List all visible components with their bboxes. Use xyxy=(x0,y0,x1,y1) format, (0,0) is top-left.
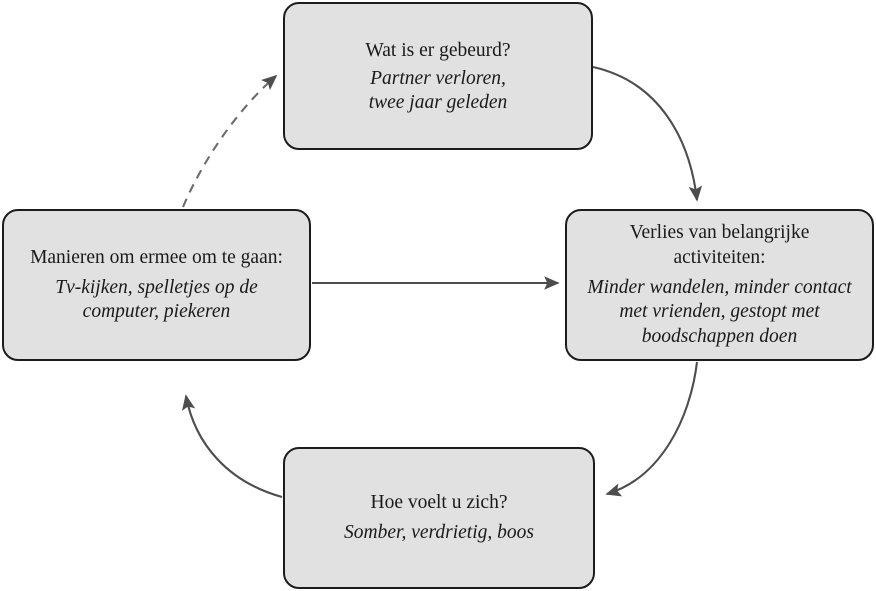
node-feeling-detail: Somber, verdrietig, boos xyxy=(344,522,534,544)
node-feeling-title: Hoe voelt u zich? xyxy=(370,491,508,513)
node-loss[interactable]: Verlies van belangrijke activiteiten: Mi… xyxy=(565,209,874,361)
node-event-title: Wat is er gebeurd? xyxy=(365,39,511,61)
arrow-feeling-to-coping xyxy=(181,394,283,499)
node-event[interactable]: Wat is er gebeurd? Partner verloren, twe… xyxy=(283,2,593,150)
node-coping[interactable]: Manieren om ermee om te gaan: Tv-kijken,… xyxy=(2,209,311,361)
node-coping-detail: Tv-kijken, spelletjes op de computer, pi… xyxy=(55,277,258,323)
node-loss-detail: Minder wandelen, minder contact met vrie… xyxy=(587,277,852,347)
node-coping-title: Manieren om ermee om te gaan: xyxy=(30,246,283,268)
arrow-loss-to-feeling xyxy=(605,361,699,497)
arrow-event-to-loss xyxy=(592,65,703,202)
node-loss-title: Verlies van belangrijke activiteiten: xyxy=(629,222,810,268)
arrow-coping-to-event xyxy=(182,74,278,208)
node-feeling[interactable]: Hoe voelt u zich? Somber, verdrietig, bo… xyxy=(283,447,595,589)
node-event-detail: Partner verloren, twee jaar geleden xyxy=(368,68,508,114)
